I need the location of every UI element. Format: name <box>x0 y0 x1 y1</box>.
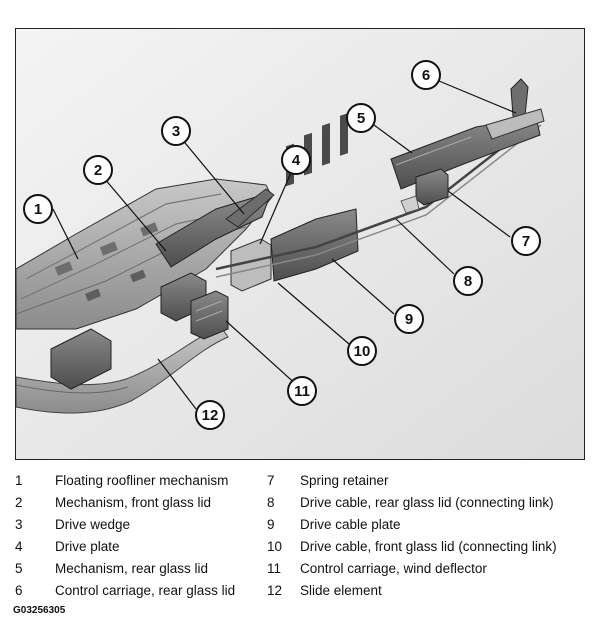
callout-4: 4 <box>281 145 311 175</box>
legend-number: 7 <box>267 473 275 488</box>
callout-circle <box>23 194 53 224</box>
legend-label: Drive plate <box>55 539 120 554</box>
legend-number: 10 <box>267 539 283 554</box>
legend-number: 8 <box>267 495 275 510</box>
callout-circle <box>511 226 541 256</box>
legend-label: Drive cable plate <box>300 517 401 532</box>
callout-number: 4 <box>292 152 301 169</box>
legend-number: 5 <box>15 561 23 576</box>
callout-11: 11 <box>287 376 317 406</box>
callout-number: 9 <box>405 311 413 328</box>
legend-label: Slide element <box>300 583 382 598</box>
legend-number: 4 <box>15 539 23 554</box>
legend-row: 9 Drive cable plate <box>267 514 585 536</box>
callout-6: 6 <box>411 60 441 90</box>
callout-circle <box>347 336 377 366</box>
callout-circle <box>453 266 483 296</box>
legend-number: 1 <box>15 473 23 488</box>
figure-code: G03256305 <box>13 605 66 616</box>
legend-number: 9 <box>267 517 275 532</box>
legend-label: Mechanism, rear glass lid <box>55 561 209 576</box>
callout-number: 10 <box>354 343 371 360</box>
legend-row: 12 Slide element <box>267 580 585 602</box>
callout-3: 3 <box>161 116 191 146</box>
callout-number: 3 <box>172 123 180 140</box>
callout-circle <box>161 116 191 146</box>
legend-column-right: 7 Spring retainer 8 Drive cable, rear glas… <box>267 470 585 602</box>
legend-label: Control carriage, rear glass lid <box>55 583 236 598</box>
callout-5: 5 <box>346 103 376 133</box>
callout-number: 8 <box>464 273 472 290</box>
legend-number: 12 <box>267 583 283 598</box>
legend-row: 1 Floating roofliner mechanism <box>15 470 265 492</box>
legend-label: Drive cable, front glass lid (connecting… <box>300 539 557 554</box>
callout-circle <box>394 304 424 334</box>
legend-number: 2 <box>15 495 23 510</box>
callout-8: 8 <box>453 266 483 296</box>
callout-circle <box>83 155 113 185</box>
legend-row: 7 Spring retainer <box>267 470 585 492</box>
legend-label: Floating roofliner mechanism <box>55 473 229 488</box>
legend-label: Control carriage, wind deflector <box>300 561 487 576</box>
legend-row: 3 Drive wedge <box>15 514 265 536</box>
callout-circle <box>281 145 311 175</box>
callout-number: 11 <box>294 383 310 400</box>
callout-10: 10 <box>347 336 377 366</box>
callout-9: 9 <box>394 304 424 334</box>
callout-circle <box>346 103 376 133</box>
legend-row: 4 Drive plate <box>15 536 265 558</box>
callout-number: 7 <box>522 233 530 250</box>
callout-number: 6 <box>422 67 430 84</box>
legend-number: 6 <box>15 583 23 598</box>
callout-2: 2 <box>83 155 113 185</box>
callout-circle <box>411 60 441 90</box>
legend-label: Drive cable, rear glass lid (connecting … <box>300 495 554 510</box>
legend-row: 8 Drive cable, rear glass lid (connecting… <box>267 492 585 514</box>
callout-number: 1 <box>34 201 42 218</box>
callout-7: 7 <box>511 226 541 256</box>
legend-number: 3 <box>15 517 23 532</box>
legend-number: 11 <box>267 561 282 576</box>
legend-label: Mechanism, front glass lid <box>55 495 212 510</box>
callout-12: 12 <box>195 400 225 430</box>
legend-label: Spring retainer <box>300 473 389 488</box>
callout-circle <box>195 400 225 430</box>
legend-row: 10 Drive cable, front glass lid (connecti… <box>267 536 585 558</box>
callout-circle <box>287 376 317 406</box>
legend-row: 2 Mechanism, front glass lid <box>15 492 265 514</box>
callout-number: 12 <box>202 407 219 424</box>
legend-row: 5 Mechanism, rear glass lid <box>15 558 265 580</box>
callout-number: 2 <box>94 162 102 179</box>
legend-row: 6 Control carriage, rear glass lid <box>15 580 265 602</box>
legend-row: 11 Control carriage, wind deflector <box>267 558 585 580</box>
callout-1: 1 <box>23 194 53 224</box>
legend-label: Drive wedge <box>55 517 131 532</box>
callout-number: 5 <box>357 110 365 127</box>
